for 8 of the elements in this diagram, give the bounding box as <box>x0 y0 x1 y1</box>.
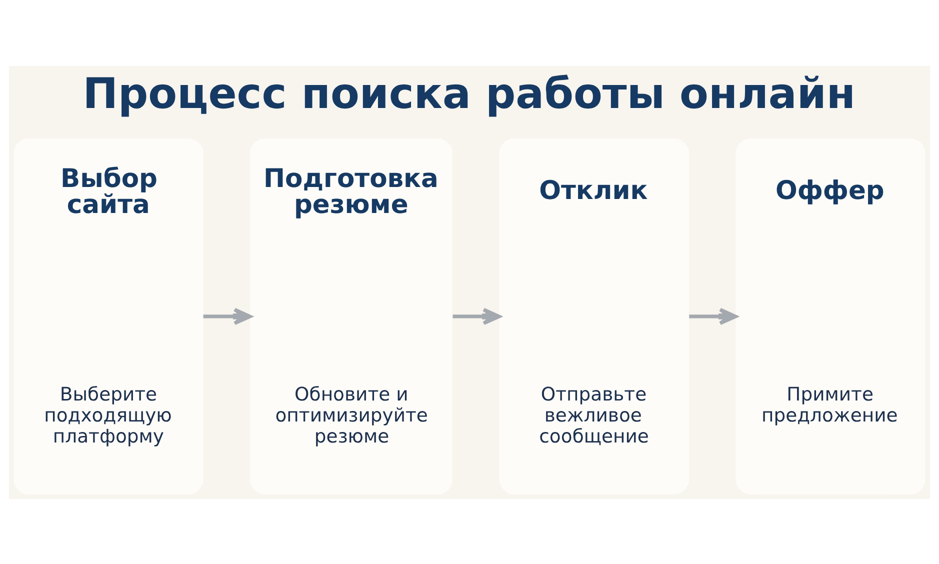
node-box: Выбор сайта Выберите подходящую платформу <box>14 138 204 494</box>
diagram-title: Процесс поиска работы онлайн <box>82 68 856 118</box>
node-box: Отклик Отправьте вежливое сообщение <box>499 138 689 494</box>
node-box: Подготовка резюме Обновите и оптимизируйте резюме <box>250 138 453 494</box>
arrow <box>689 307 738 325</box>
node-box: Оффер Примите предложение <box>736 138 926 494</box>
arrow <box>203 307 252 325</box>
arrow <box>452 307 501 325</box>
